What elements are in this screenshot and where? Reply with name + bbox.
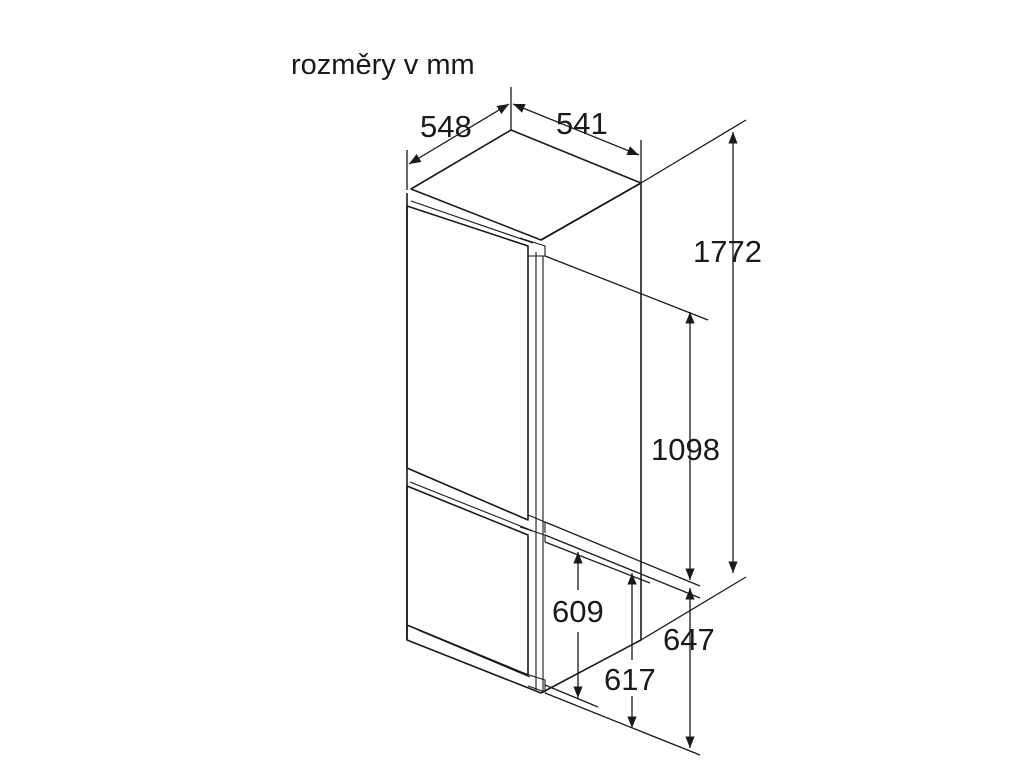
side-face: [540, 182, 642, 694]
freezer-door-top-edge: [409, 481, 534, 532]
fridge-door: [406, 200, 546, 533]
fridge-height-label: 1098: [651, 432, 720, 467]
plinth-inner: [417, 629, 531, 678]
freezer-door-extension-bottom: [544, 684, 599, 708]
total-height-extension-top: [640, 119, 747, 184]
fridge-height-dimension: 1098: [544, 255, 720, 587]
top-face: [410, 129, 642, 241]
freezer-section-dimension: 617: [604, 573, 664, 728]
freezer-door-label: 609: [552, 594, 604, 629]
freezer-door: [406, 481, 546, 694]
freezer-door-dimension: 609: [544, 541, 651, 708]
freezer-section-label-bg: [604, 660, 664, 696]
lower-section-extension-bottom: [544, 692, 701, 756]
width-dimension-line: [512, 103, 640, 156]
total-height-label: 1772: [693, 234, 762, 269]
depth-dimension-line: [408, 103, 510, 165]
total-height-dimension: 1772: [640, 119, 762, 641]
middle-hinge-bottom: [519, 526, 546, 542]
lower-section-label: 647: [663, 622, 715, 657]
diagram-title: rozměry v mm: [291, 49, 475, 81]
upper-hinge: [519, 237, 546, 257]
lower-section-extension-top: [544, 534, 701, 599]
lower-hinge: [519, 671, 546, 693]
depth-label: 548: [420, 109, 472, 144]
lower-section-dimension: 647: [544, 534, 715, 756]
width-label: 541: [556, 106, 608, 141]
plinth: [406, 625, 542, 694]
fridge-door-outline: [406, 205, 529, 521]
fridge-height-extension-top: [544, 255, 709, 321]
freezer-section-label: 617: [604, 662, 656, 697]
fridge-height-extension-bottom: [544, 521, 701, 587]
top-dimensions: 548 541: [406, 87, 642, 190]
fridge-door-top-edge: [410, 200, 534, 244]
freezer-label-bg: [552, 590, 614, 632]
freezer-door-extension-top: [544, 541, 651, 584]
